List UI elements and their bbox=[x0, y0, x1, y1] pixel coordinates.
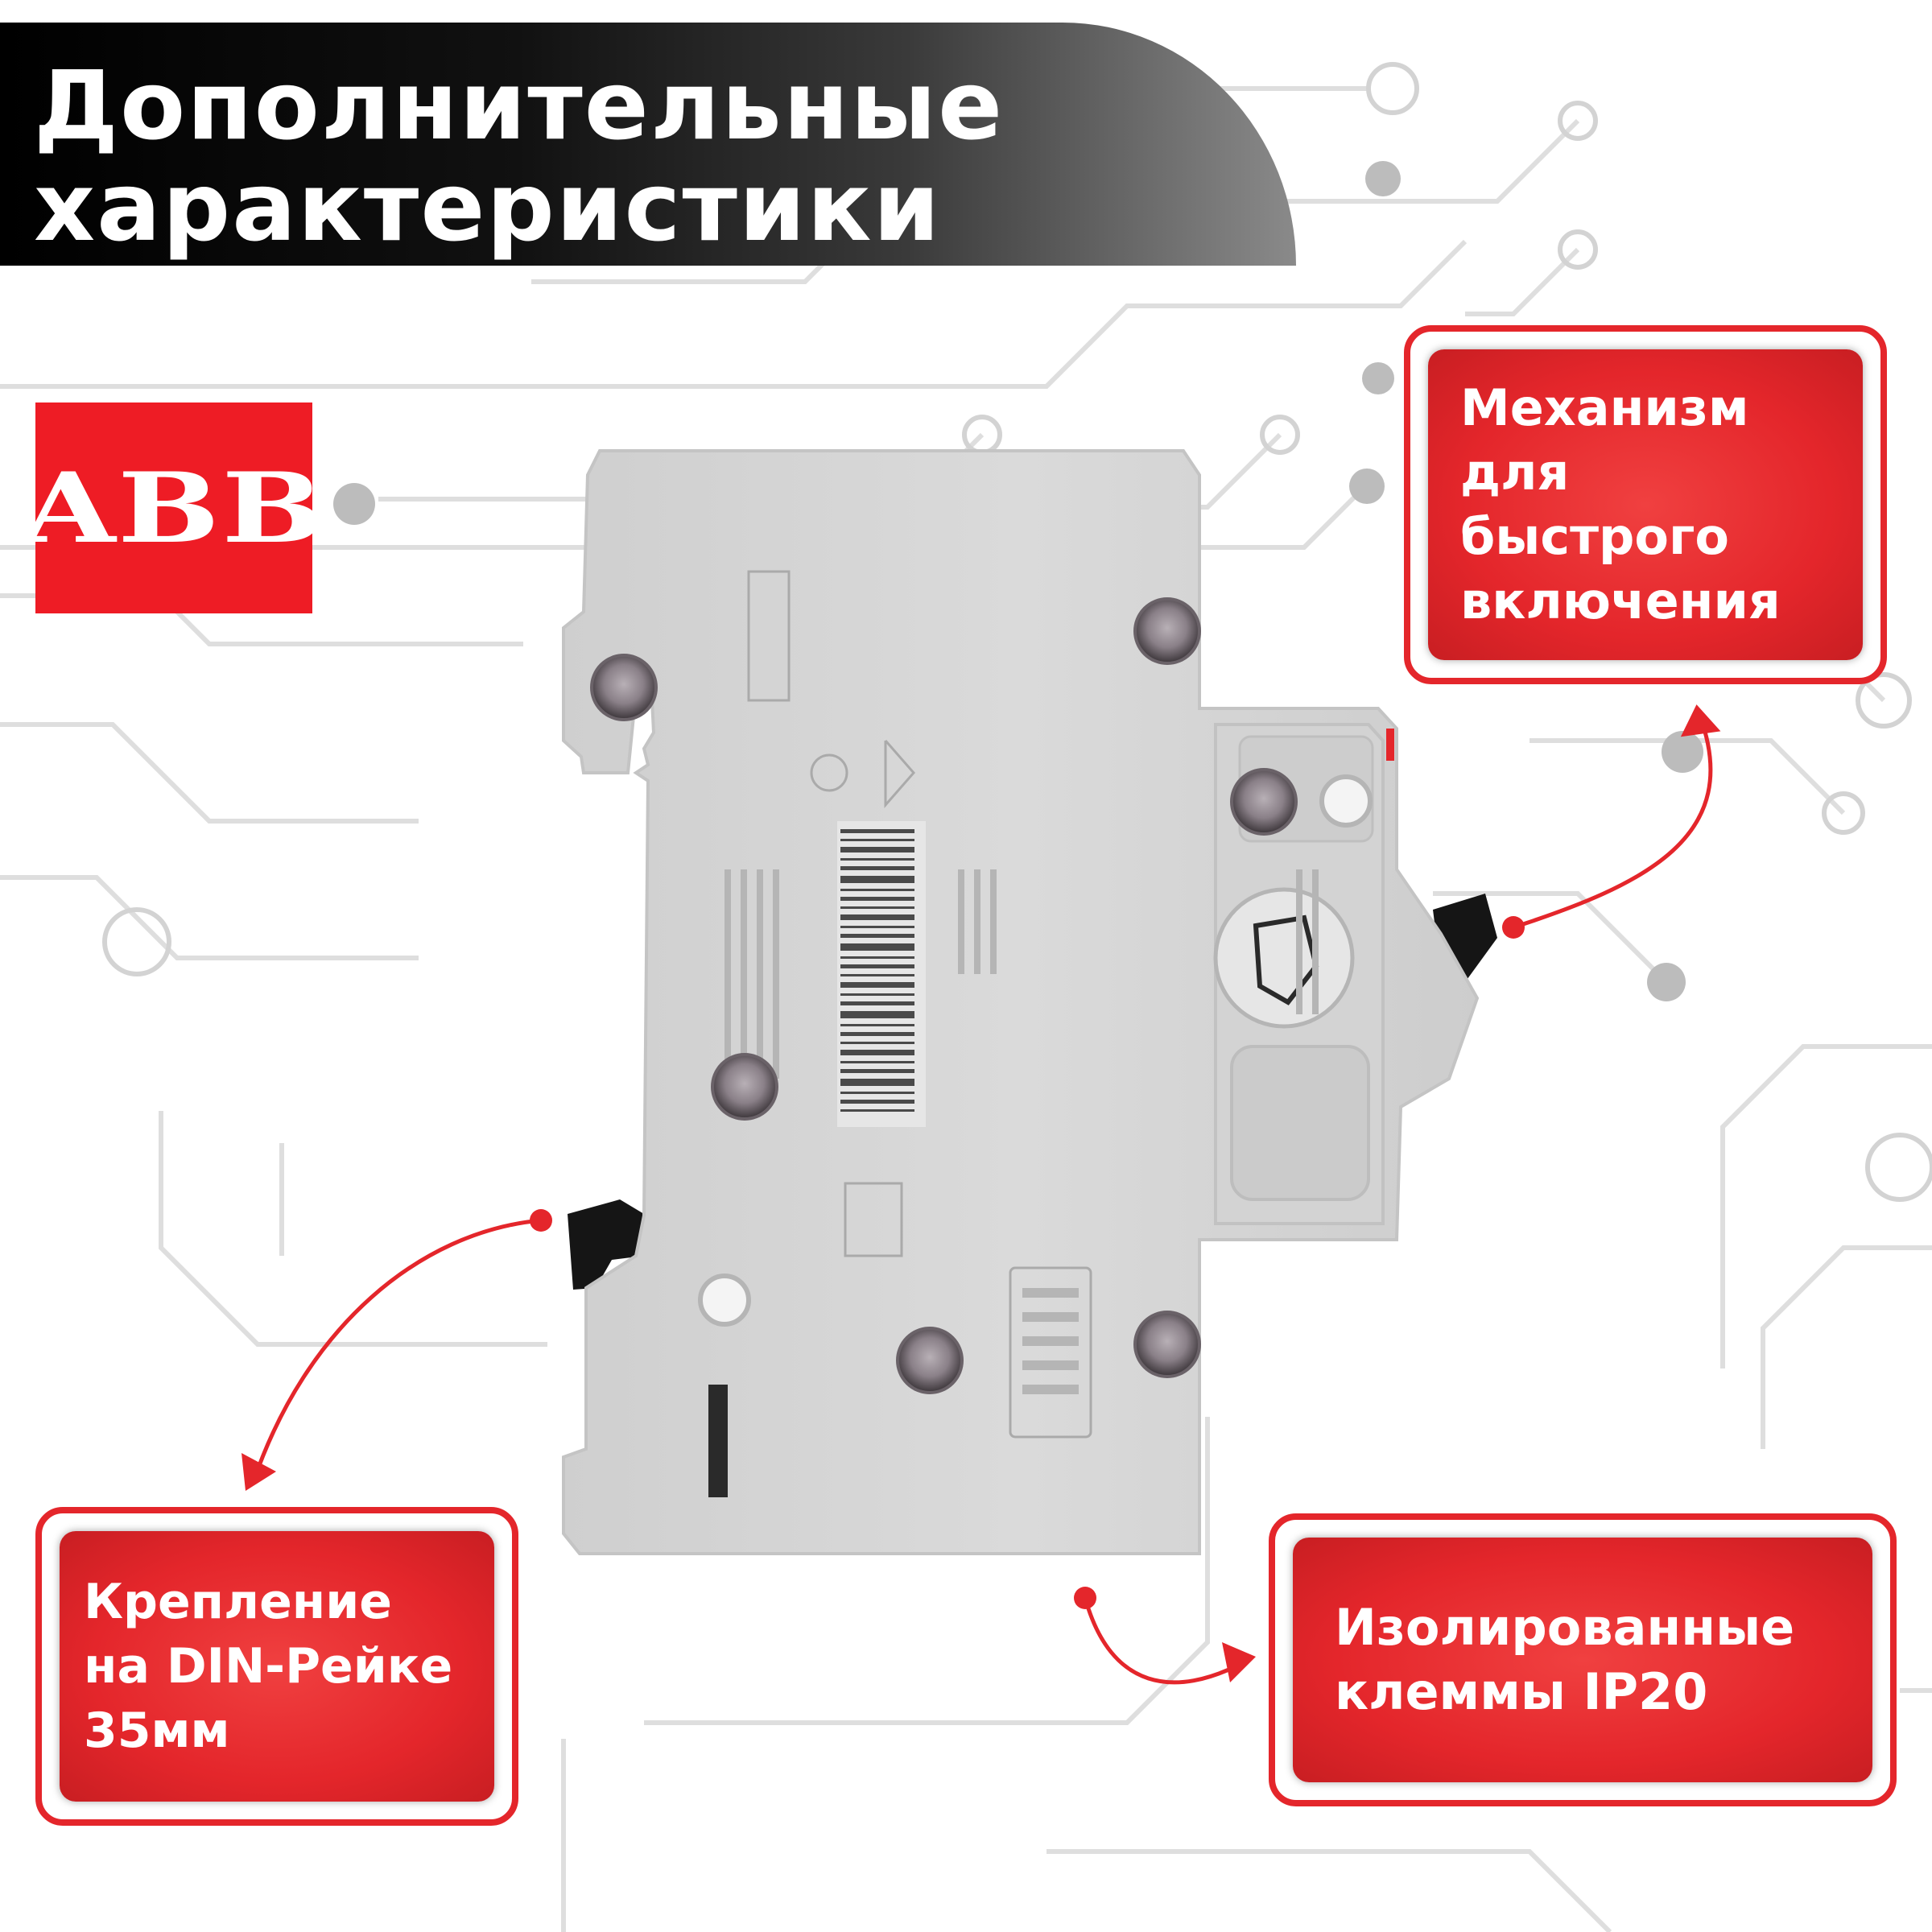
callout-quick-switch-mechanism: Механизм для быстрого включения bbox=[1404, 325, 1887, 684]
callout-quick-switch-text: Механизм для быстрого включения bbox=[1460, 376, 1781, 634]
title-banner: Дополнительные характеристики bbox=[0, 23, 1296, 266]
page-title: Дополнительные характеристики bbox=[34, 55, 1004, 258]
callout-top-line-1: Механизм bbox=[1460, 378, 1749, 437]
callout-left-line-3: 35мм bbox=[84, 1703, 230, 1759]
title-line-2: характеристики bbox=[34, 151, 942, 262]
abb-logo-text: ABB bbox=[22, 451, 326, 565]
callout-right-line-1: Изолированные bbox=[1335, 1598, 1795, 1657]
callout-top-line-4: включения bbox=[1460, 572, 1781, 630]
callout-din-rail-text: Крепление на DIN-Рейке 35мм bbox=[84, 1570, 452, 1763]
callout-din-rail-mount: Крепление на DIN-Рейке 35мм bbox=[35, 1507, 518, 1826]
callout-left-line-2: на DIN-Рейке bbox=[84, 1638, 453, 1695]
callout-insulated-text: Изолированные клеммы IP20 bbox=[1335, 1596, 1794, 1724]
callout-left-line-1: Крепление bbox=[84, 1574, 392, 1630]
callout-insulated-terminals: Изолированные клеммы IP20 bbox=[1269, 1513, 1897, 1806]
callout-top-line-2: для bbox=[1460, 443, 1570, 502]
callout-top-line-3: быстрого bbox=[1460, 507, 1730, 566]
abb-logo: ABB bbox=[22, 402, 324, 613]
title-line-1: Дополнительные bbox=[34, 50, 1005, 161]
callout-right-line-2: клеммы IP20 bbox=[1335, 1662, 1708, 1721]
